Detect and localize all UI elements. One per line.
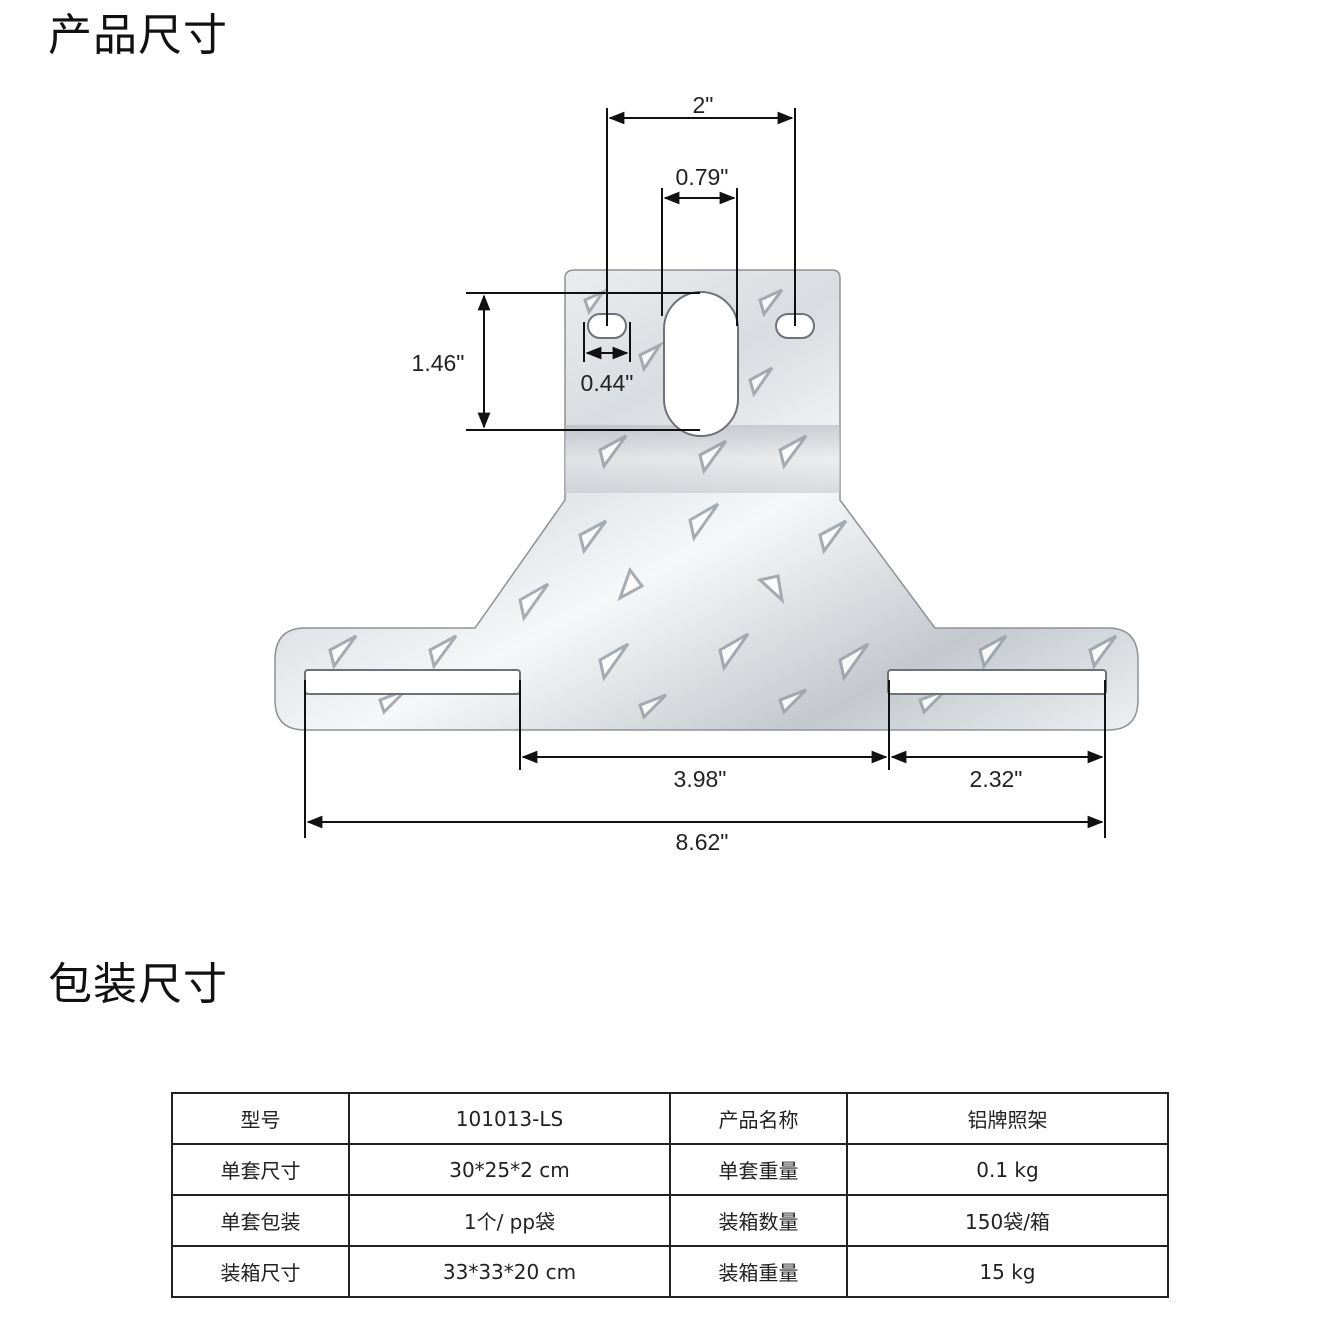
table-row: 型号 101013-LS 产品名称 铝牌照架 bbox=[171, 1092, 1170, 1145]
table-cell: 0.1 kg bbox=[845, 1143, 1170, 1196]
table-cell: 装箱重量 bbox=[668, 1245, 848, 1298]
product-size-title: 产品尺寸 bbox=[48, 10, 228, 61]
table-cell: 单套包装 bbox=[171, 1194, 350, 1247]
package-size-title: 包装尺寸 bbox=[48, 959, 228, 1010]
side-slot-right bbox=[887, 669, 1107, 695]
table-cell: 30*25*2 cm bbox=[347, 1143, 671, 1196]
table-cell: 15 kg bbox=[845, 1245, 1170, 1298]
table-cell: 101013-LS bbox=[347, 1092, 671, 1145]
dim-total-width: 8.62" bbox=[676, 829, 729, 855]
bracket-dimension-diagram: 2" 0.79" 1.46" 0.44" 3.98" 2.32" 8.62" bbox=[274, 92, 1139, 855]
table-row: 单套包装 1个/ pp袋 装箱数量 150袋/箱 bbox=[171, 1194, 1170, 1247]
table-row: 单套尺寸 30*25*2 cm 单套重量 0.1 kg bbox=[171, 1143, 1170, 1196]
table-cell: 装箱尺寸 bbox=[171, 1245, 350, 1298]
table-cell: 单套尺寸 bbox=[171, 1143, 350, 1196]
dim-top-width: 2" bbox=[693, 92, 714, 118]
dim-center-span: 3.98" bbox=[674, 766, 727, 792]
table-cell: 1个/ pp袋 bbox=[347, 1194, 671, 1247]
center-slot bbox=[663, 291, 739, 437]
table-cell: 装箱数量 bbox=[668, 1194, 848, 1247]
table-cell: 单套重量 bbox=[668, 1143, 848, 1196]
table-cell: 铝牌照架 bbox=[845, 1092, 1170, 1145]
dim-height: 1.46" bbox=[412, 350, 465, 376]
table-cell: 150袋/箱 bbox=[845, 1194, 1170, 1247]
dim-small-hole: 0.44" bbox=[581, 370, 634, 396]
table-row: 装箱尺寸 33*33*20 cm 装箱重量 15 kg bbox=[171, 1245, 1170, 1298]
table-cell: 33*33*20 cm bbox=[347, 1245, 671, 1298]
dim-side-slot: 2.32" bbox=[970, 766, 1023, 792]
license-plate-bracket bbox=[274, 269, 1139, 731]
table-cell: 产品名称 bbox=[668, 1092, 848, 1145]
dim-center-slot: 0.79" bbox=[676, 164, 729, 190]
spec-table: 型号 101013-LS 产品名称 铝牌照架 单套尺寸 30*25*2 cm 单… bbox=[171, 1092, 1170, 1298]
table-cell: 型号 bbox=[171, 1092, 350, 1145]
side-slot-left bbox=[304, 669, 521, 695]
